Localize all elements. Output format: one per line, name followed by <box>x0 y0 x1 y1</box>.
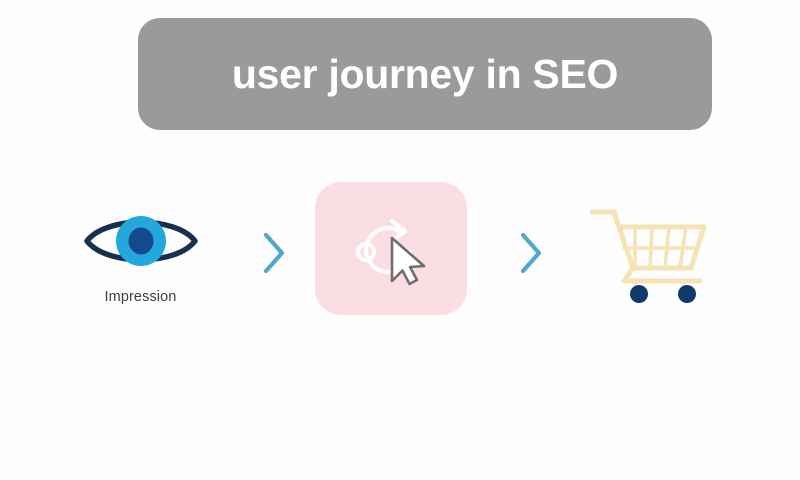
page-title: user journey in SEO <box>231 50 619 97</box>
journey-step-purchase <box>588 205 710 303</box>
step-label-impression: Impression <box>104 289 177 305</box>
click-cursor-icon <box>352 211 430 287</box>
journey-step-impression: Impression <box>68 210 213 305</box>
user-journey-flow: Impression <box>0 175 800 335</box>
click-tile <box>315 182 467 315</box>
chevron-right-icon <box>515 230 545 276</box>
chevron-right-icon <box>258 230 288 276</box>
eye-icon <box>82 210 200 272</box>
shopping-cart-icon <box>588 205 710 303</box>
title-banner: user journey in SEO <box>138 18 712 130</box>
journey-step-click <box>315 182 467 315</box>
